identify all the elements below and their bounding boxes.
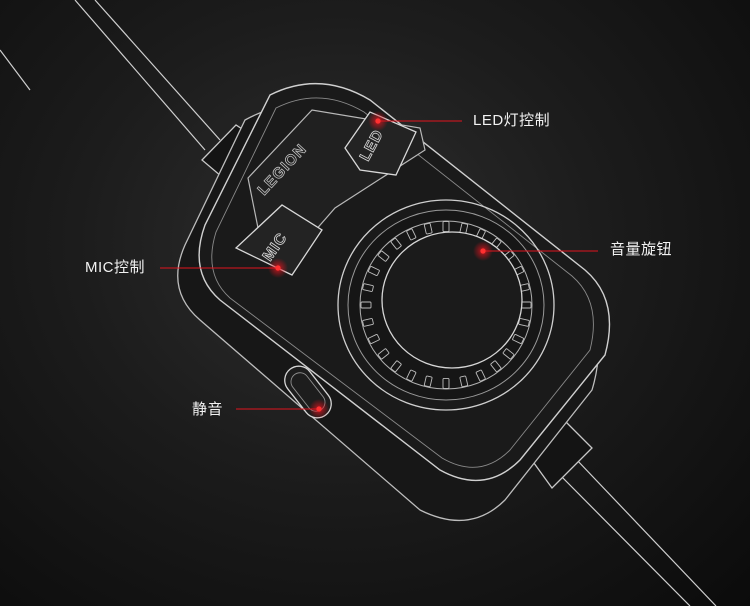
callout-label-mic: MIC控制 <box>85 259 145 276</box>
knob-grip-notch <box>377 348 390 360</box>
knob-grip-notch <box>502 348 515 360</box>
knob-grip-notch <box>406 228 417 241</box>
knob-grip-notch <box>490 360 502 373</box>
knob-grip-notch <box>367 334 380 344</box>
knob-grip-notch <box>367 266 380 276</box>
knob-grip-notch <box>390 237 402 250</box>
volume-knob[interactable] <box>337 199 555 411</box>
knob-grip-notch <box>362 283 374 292</box>
housing-bevel <box>211 97 594 468</box>
cable-upper <box>0 0 221 151</box>
callout-dots <box>268 111 493 419</box>
led-button[interactable]: LED <box>344 111 417 176</box>
callout-lines <box>160 120 598 410</box>
knob-grip-notch <box>390 360 402 373</box>
knob-grip-notch <box>442 377 450 389</box>
knob-grip-notch <box>423 375 433 388</box>
knob-grip-notch <box>377 250 390 262</box>
knob-grip-notch <box>475 369 486 382</box>
cable-lower <box>554 457 717 606</box>
callout-label-led: LED灯控制 <box>473 112 551 129</box>
callout-label-volume: 音量旋钮 <box>610 241 673 258</box>
knob-grip-notch <box>360 301 372 309</box>
knob-grip-notch <box>512 334 525 344</box>
knob-grip-notch <box>459 375 469 388</box>
callout-label-mute: 静音 <box>192 401 224 418</box>
knob-grip-notch <box>362 318 374 327</box>
knob-grip-notch <box>406 369 417 382</box>
knob-grip-notch <box>423 222 433 235</box>
